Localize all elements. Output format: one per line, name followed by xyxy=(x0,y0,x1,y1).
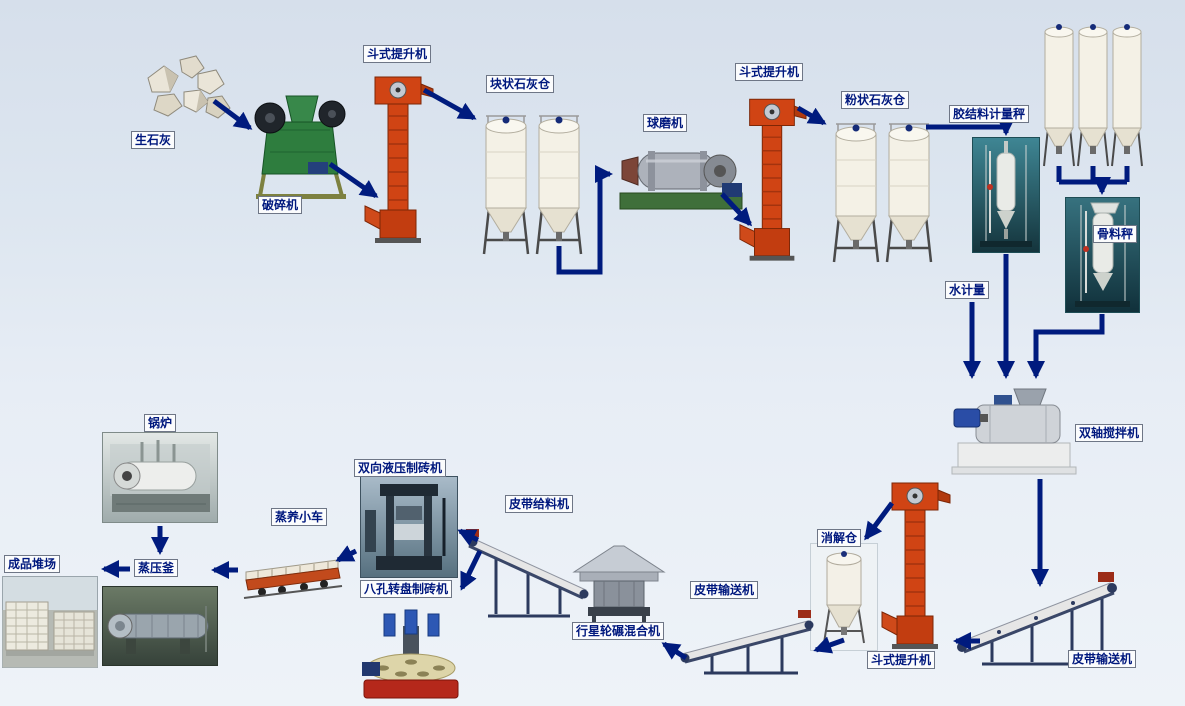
quicklime-rocks-illustration xyxy=(138,48,238,130)
label-powder-lime-silo: 粉状石灰仓 xyxy=(841,91,910,109)
bucket-elevator-1-illustration xyxy=(362,72,434,244)
label-belt-conveyor-mid: 皮带输送机 xyxy=(690,581,759,599)
label-belt-conveyor-right: 皮带输送机 xyxy=(1068,650,1137,668)
curing-trolley-illustration xyxy=(242,550,344,605)
label-digestion-silo: 消解仓 xyxy=(817,529,862,547)
label-bucket-elevator-2: 斗式提升机 xyxy=(735,63,804,81)
label-planetary-mixer: 行星轮碾混合机 xyxy=(572,622,665,640)
aggregate-silos-illustration xyxy=(1043,20,1143,170)
autoclave-illustration xyxy=(102,586,218,666)
label-boiler: 锅炉 xyxy=(144,414,177,432)
label-autoclave: 蒸压釜 xyxy=(134,559,179,577)
boiler-illustration xyxy=(102,432,218,523)
aggregate-scale-illustration xyxy=(1065,197,1140,313)
bucket-elevator-3-illustration xyxy=(878,478,952,650)
label-hydraulic-brick-machine: 双向液压制砖机 xyxy=(354,459,447,477)
label-quicklime: 生石灰 xyxy=(131,131,176,149)
product-yard-illustration xyxy=(2,576,98,668)
planetary-mixer-illustration xyxy=(570,538,668,624)
label-ball-mill: 球磨机 xyxy=(643,114,688,132)
bucket-elevator-2-illustration xyxy=(737,92,807,264)
label-curing-trolley: 蒸养小车 xyxy=(271,508,328,526)
label-product-yard: 成品堆场 xyxy=(4,555,61,573)
lump-lime-silo-illustration xyxy=(480,112,585,262)
label-belt-feeder: 皮带给料机 xyxy=(505,495,574,513)
ball-mill-illustration xyxy=(616,133,746,215)
label-twin-shaft-mixer: 双轴搅拌机 xyxy=(1075,424,1144,442)
label-water-meter: 水计量 xyxy=(945,281,990,299)
label-lump-lime-silo: 块状石灰仓 xyxy=(486,75,555,93)
twin-shaft-mixer-illustration xyxy=(950,383,1078,477)
label-binder-scale: 胶结料计量秤 xyxy=(949,105,1030,123)
belt-conveyor-mid-illustration xyxy=(676,600,816,675)
rotary-brick-machine-illustration xyxy=(356,606,464,704)
belt-conveyor-right-illustration xyxy=(952,568,1124,668)
hydraulic-brick-machine-illustration xyxy=(360,476,458,578)
label-rotary-brick-machine: 八孔转盘制砖机 xyxy=(360,580,453,598)
label-bucket-elevator-1: 斗式提升机 xyxy=(363,45,432,63)
powder-lime-silo-illustration xyxy=(830,120,935,270)
label-bucket-elevator-3: 斗式提升机 xyxy=(867,651,936,669)
binder-scale-illustration xyxy=(972,137,1040,253)
label-aggregate-scale: 骨料秤 xyxy=(1093,225,1138,243)
jaw-crusher-illustration xyxy=(250,82,350,200)
label-crusher: 破碎机 xyxy=(258,196,303,214)
digestion-silo-illustration xyxy=(810,543,878,651)
